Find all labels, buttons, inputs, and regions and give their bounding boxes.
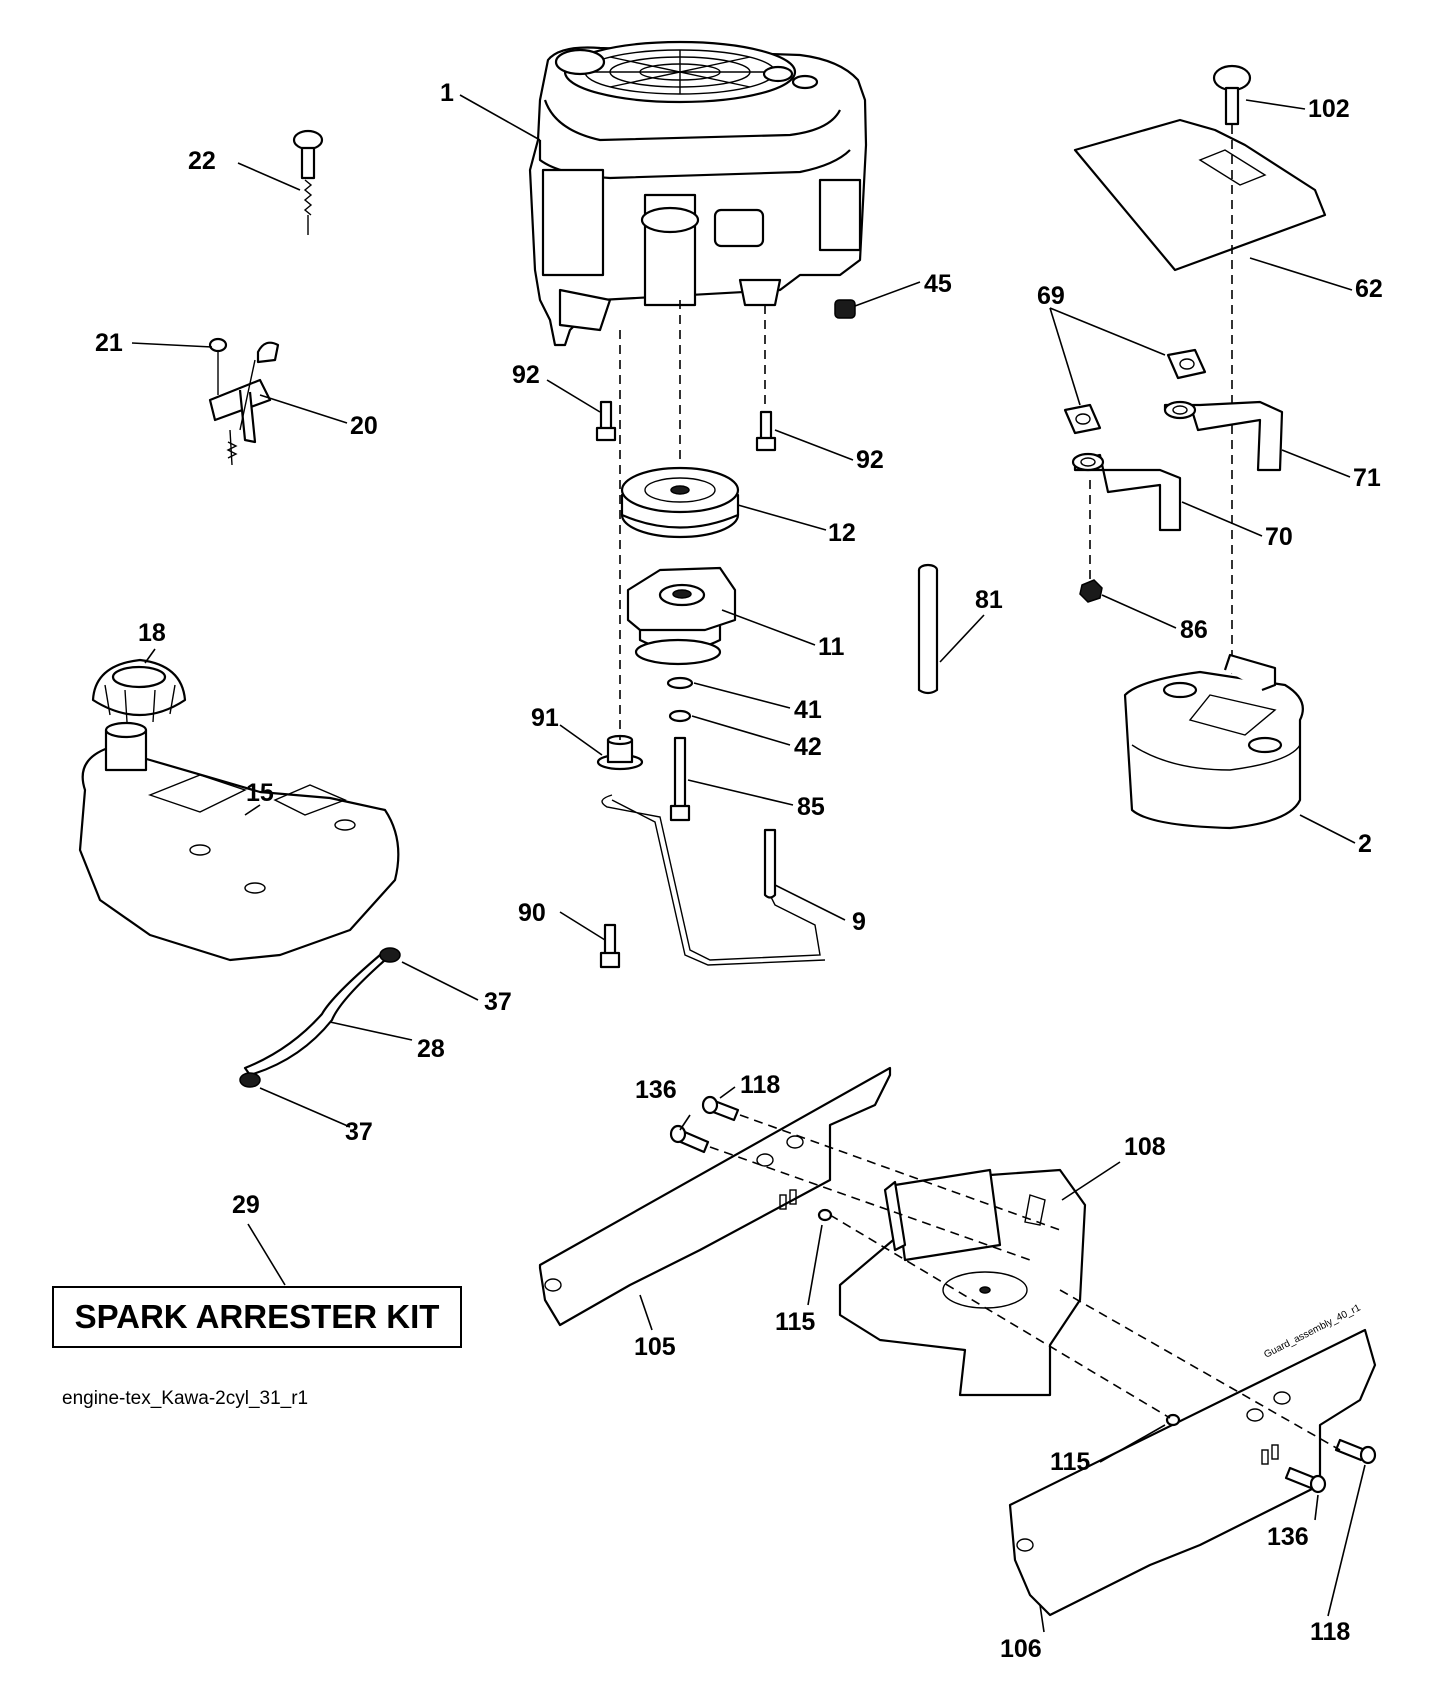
- part-118-bolt-lower: [1334, 1438, 1377, 1465]
- part-70-exhaust-pipe: [1071, 452, 1182, 532]
- callout-115-lower: 115: [1050, 1448, 1090, 1476]
- callout-21: 21: [95, 329, 123, 357]
- callout-62: 62: [1355, 275, 1383, 303]
- spark-arrester-kit-label: SPARK ARRESTER KIT: [52, 1286, 462, 1348]
- part-69-gasket-1: [1166, 348, 1207, 380]
- part-28-fuel-hose: [243, 953, 387, 1077]
- callout-105: 105: [634, 1333, 676, 1361]
- part-37-clamp-lower: [239, 1072, 261, 1088]
- callout-45: 45: [924, 270, 952, 298]
- callout-92-left: 92: [512, 361, 540, 389]
- part-12-pulley: [620, 466, 740, 539]
- callout-92-right: 92: [856, 446, 884, 474]
- callout-2: 2: [1358, 830, 1372, 858]
- guard-line-4: [1059, 1289, 1341, 1451]
- callout-37-upper: 37: [484, 988, 512, 1016]
- part-45-spark-plug-boot: [834, 281, 921, 319]
- callout-1: 1: [440, 79, 454, 107]
- callout-20: 20: [350, 412, 378, 440]
- part-92-bolt-right: [755, 410, 777, 452]
- part-81-tube: [917, 563, 939, 695]
- callout-81: 81: [975, 586, 1003, 614]
- part-37-clamp-upper: [379, 947, 401, 963]
- callout-91: 91: [531, 704, 559, 732]
- callout-86: 86: [1180, 616, 1208, 644]
- callout-118-lower: 118: [1310, 1618, 1350, 1646]
- callout-108: 108: [1124, 1133, 1166, 1161]
- guard-line-3: [829, 1214, 1171, 1419]
- part-85-bolt: [669, 736, 691, 822]
- callout-71: 71: [1353, 464, 1381, 492]
- part-62-heat-shield: [1073, 118, 1327, 272]
- part-11-electric-clutch: [626, 566, 737, 666]
- callout-18: 18: [138, 619, 166, 647]
- callout-15: 15: [246, 779, 274, 807]
- part-18-fuel-cap: [91, 658, 187, 723]
- callout-37-lower: 37: [345, 1118, 373, 1146]
- callout-9: 9: [852, 908, 866, 936]
- part-136-bolt-lower: [1284, 1466, 1327, 1494]
- callout-28: 28: [417, 1035, 445, 1063]
- part-105-left-guard: [538, 1066, 892, 1327]
- callout-42: 42: [794, 733, 822, 761]
- drawing-id: engine-tex_Kawa-2cyl_31_r1: [62, 1388, 309, 1409]
- guard-line-2: [709, 1146, 1031, 1261]
- callout-102: 102: [1308, 95, 1350, 123]
- part-20-throttle-bracket: [208, 337, 280, 466]
- part-115-washer-upper: [817, 1208, 833, 1222]
- callout-70: 70: [1265, 523, 1293, 551]
- callout-106: 106: [1000, 1635, 1042, 1663]
- callout-41: 41: [794, 696, 822, 724]
- callout-69: 69: [1037, 282, 1065, 310]
- callout-labels: 1 2 9 11 12 15 18 20 21 22 28 29 37 37 4…: [95, 79, 1383, 1663]
- part-86-nut: [1079, 480, 1103, 603]
- part-22-choke-knob: [292, 129, 324, 235]
- part-71-exhaust-pipe: [1163, 400, 1284, 472]
- part-92-bolt-left: [595, 400, 617, 442]
- callout-136-lower: 136: [1267, 1523, 1309, 1551]
- part-90-bolt: [599, 923, 621, 969]
- part-42-washer: [668, 709, 692, 723]
- leader-lines: [131, 94, 1366, 1633]
- part-91-spacer: [596, 734, 644, 771]
- callout-22: 22: [188, 147, 216, 175]
- part-102-knob: [1212, 64, 1252, 126]
- part-2-muffler: [1123, 653, 1304, 830]
- callout-85: 85: [797, 793, 825, 821]
- part-69-gasket-2: [1063, 403, 1102, 435]
- part-108-center-guard: [838, 1168, 1087, 1397]
- callout-29: 29: [232, 1191, 260, 1219]
- callout-12: 12: [828, 519, 856, 547]
- callout-118-upper: 118: [740, 1071, 780, 1099]
- callout-115-upper: 115: [775, 1308, 815, 1336]
- part-41-washer: [666, 676, 694, 690]
- part-9-rod: [601, 794, 826, 966]
- guard-line-1: [739, 1114, 1061, 1231]
- part-15-fuel-tank: [78, 721, 400, 962]
- engine: [528, 40, 868, 347]
- callout-136-upper: 136: [635, 1076, 677, 1104]
- part-136-bolt-upper: [669, 1124, 710, 1154]
- callout-11: 11: [818, 633, 845, 661]
- callout-90: 90: [518, 899, 546, 927]
- part-118-bolt-upper: [701, 1095, 740, 1122]
